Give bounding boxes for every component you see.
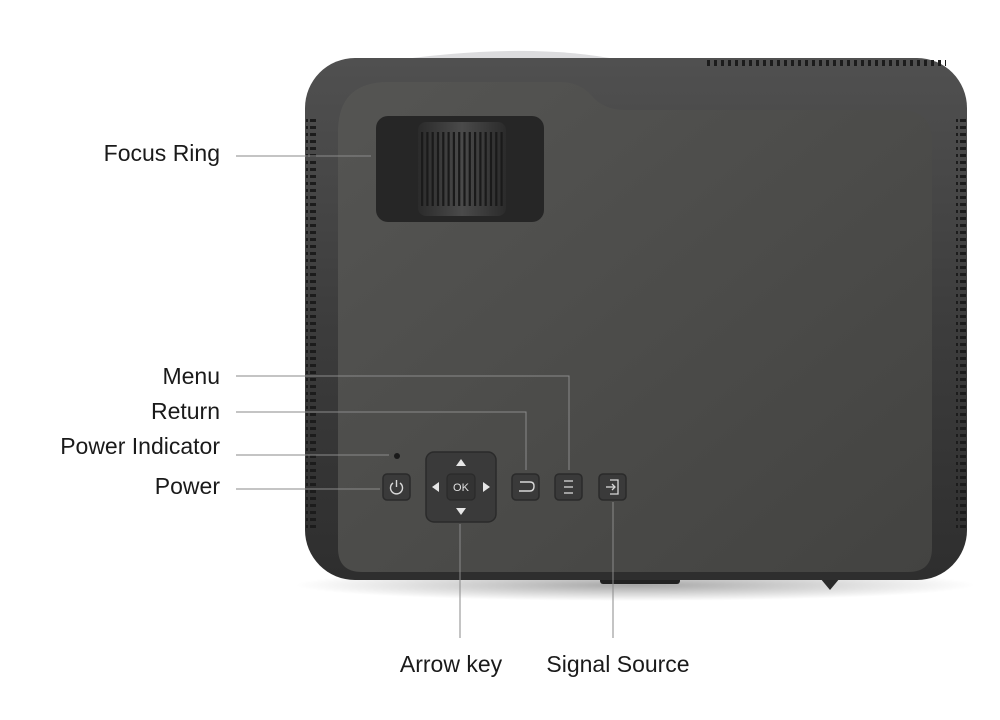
focus-ring-ridge [463,132,466,206]
ok-button-label: OK [453,482,470,494]
focus-ring-ridge [421,132,424,206]
focus-ring-ridge [474,132,477,206]
focus-ring[interactable] [418,122,506,216]
arrow-down-icon[interactable] [456,508,466,515]
label-power: Power [154,473,220,499]
label-focus-ring: Focus Ring [103,140,220,166]
ok-button[interactable] [446,473,476,501]
arrow-right-icon[interactable] [483,482,490,492]
focus-ring-ridge [426,132,429,206]
arrow-key-pad: OK [425,451,497,523]
focus-ring-ridge [500,132,503,206]
top-vent [706,58,946,66]
leader-menu [236,375,570,470]
arrow-left-icon[interactable] [432,482,439,492]
label-power-indicator: Power Indicator [60,433,220,459]
signal-source-button[interactable] [598,473,627,501]
focus-ring-ridge [468,132,471,206]
focus-ring-ridge [431,132,434,206]
focus-ring-ridge [458,132,461,206]
power-button[interactable] [382,473,411,501]
menu-button[interactable] [554,473,583,501]
focus-ring-ridge [452,132,455,206]
focus-ring-ridge [495,132,498,206]
return-icon [519,481,535,492]
right-vent [956,118,966,528]
menu-icon [564,480,573,494]
leader-lines [236,155,614,638]
label-menu: Menu [162,363,220,389]
label-return: Return [150,398,220,424]
return-button[interactable] [511,473,540,501]
signal-source-icon [606,479,619,495]
focus-ring-ridge [436,132,440,206]
power-indicator-led [394,453,400,459]
left-vent [306,118,316,528]
focus-ring-ridge [442,132,445,206]
focus-ring-ridges [421,132,503,206]
label-signal-source: Signal Source [546,651,690,677]
focus-ring-ridge [479,132,482,206]
label-arrow-key: Arrow key [399,651,503,677]
arrow-up-icon[interactable] [456,459,466,466]
focus-ring-ridge [489,132,493,206]
power-icon [389,480,404,495]
focus-ring-ridge [447,132,450,206]
focus-ring-ridge [484,132,487,206]
leader-return [236,411,527,470]
